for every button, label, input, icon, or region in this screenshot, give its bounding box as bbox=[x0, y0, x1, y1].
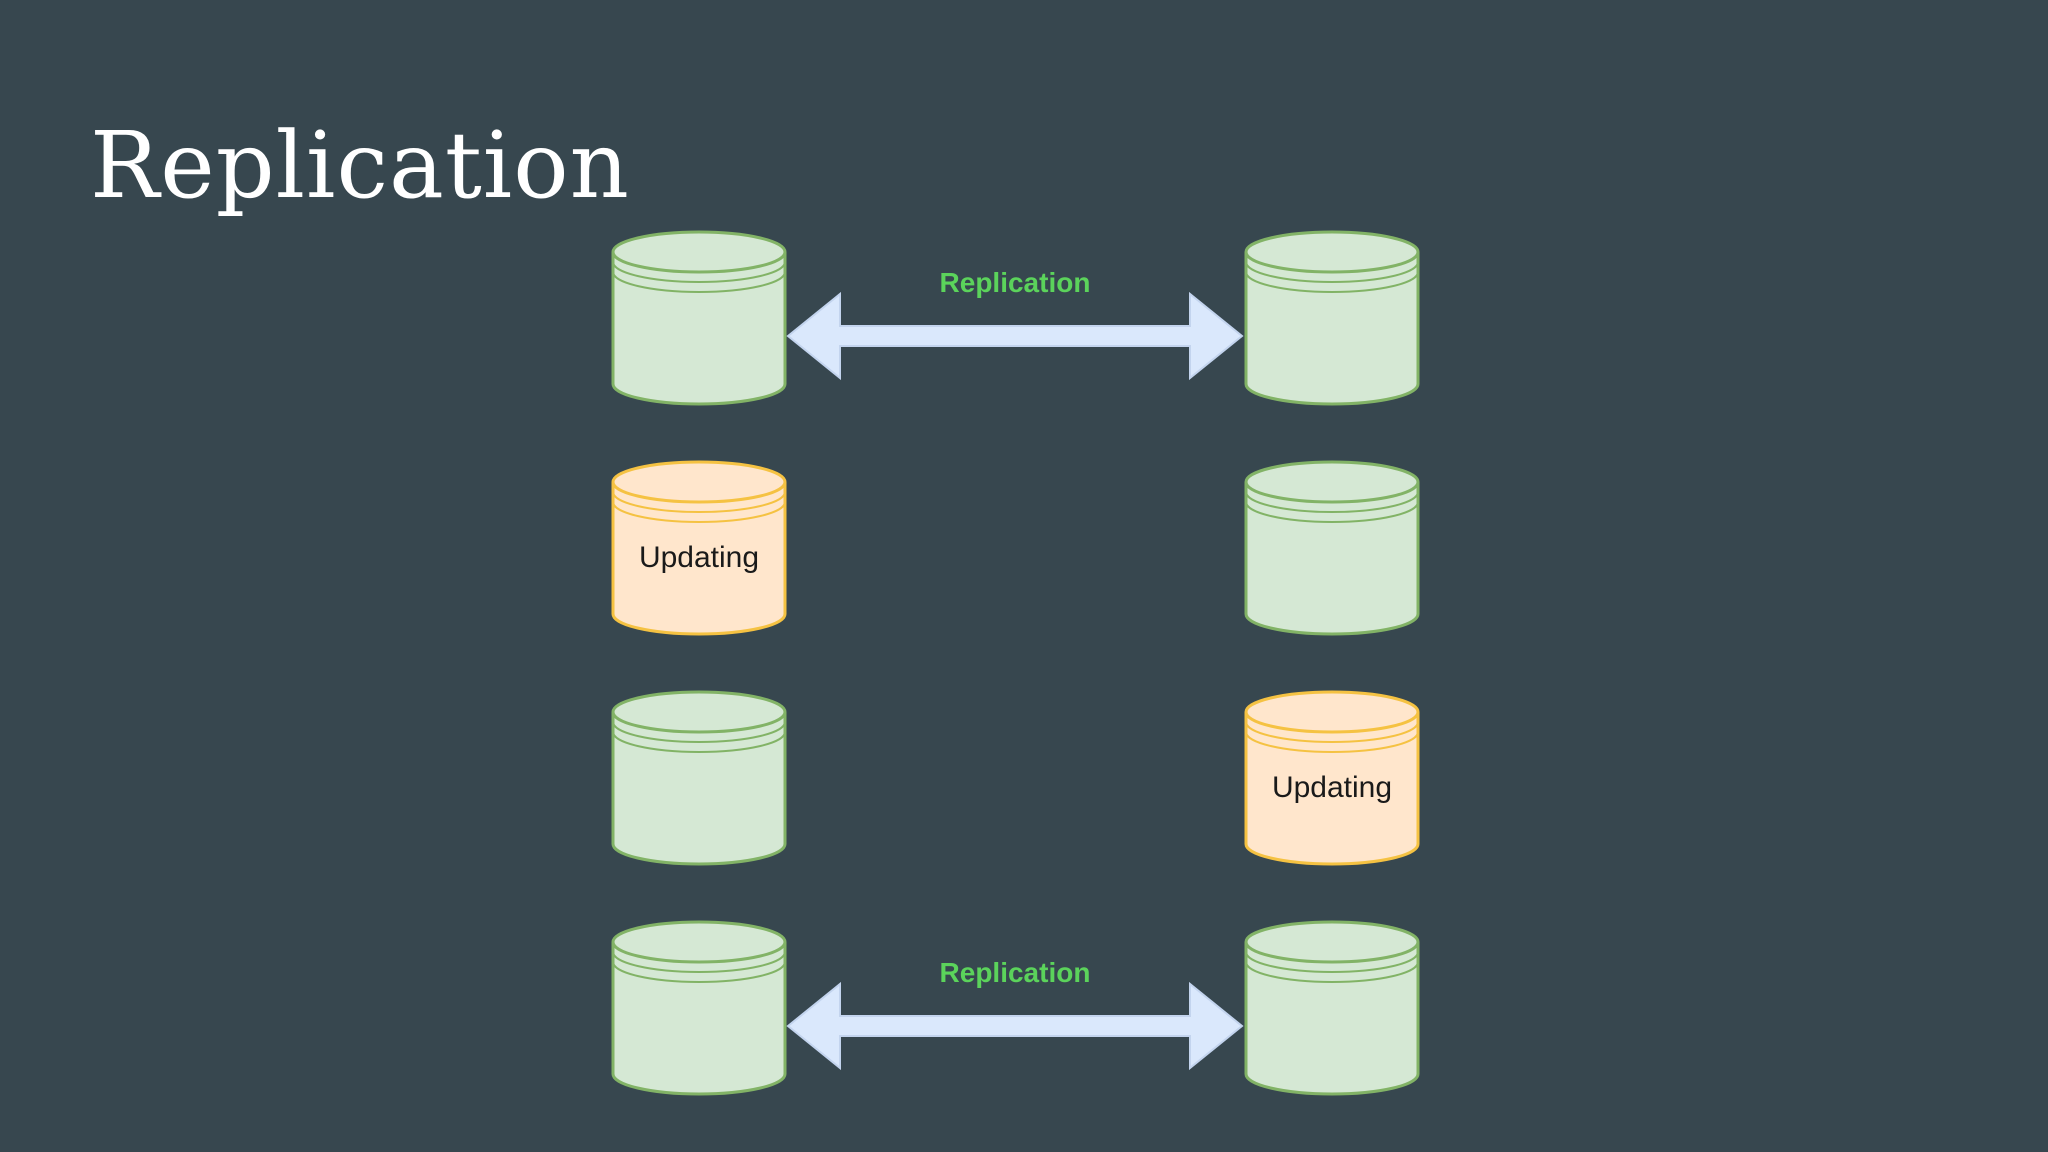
db-cylinder-band bbox=[612, 721, 786, 743]
db-cylinder-top bbox=[1244, 230, 1420, 274]
db-cylinder-top bbox=[611, 920, 787, 964]
db-cylinder-band bbox=[612, 501, 786, 523]
database-right-2 bbox=[1244, 460, 1420, 636]
db-state-label: Updating bbox=[639, 541, 759, 574]
db-cylinder-top bbox=[1244, 920, 1420, 964]
double-arrow-icon bbox=[786, 291, 1244, 381]
db-cylinder-top bbox=[1244, 460, 1420, 504]
db-cylinder-body bbox=[1244, 942, 1420, 1096]
db-cylinder-top bbox=[611, 690, 787, 734]
replication-arrow: Replication bbox=[786, 267, 1244, 381]
db-cylinder-band bbox=[612, 261, 786, 283]
db-cylinder-band bbox=[1245, 261, 1419, 283]
db-cylinder-band bbox=[1245, 491, 1419, 513]
db-cylinder-body bbox=[611, 252, 787, 406]
db-cylinder-top bbox=[611, 230, 787, 274]
db-cylinder-band bbox=[1245, 721, 1419, 743]
db-cylinder-body bbox=[1244, 252, 1420, 406]
slide-title: Replication bbox=[90, 112, 630, 219]
replication-label: Replication bbox=[940, 267, 1091, 298]
database-left-2: Updating bbox=[611, 460, 787, 636]
database-left-3 bbox=[611, 690, 787, 866]
db-cylinder-body bbox=[611, 712, 787, 866]
db-cylinder-band bbox=[612, 951, 786, 973]
database-left-1 bbox=[611, 230, 787, 406]
db-cylinder-top bbox=[611, 460, 787, 504]
db-cylinder-band bbox=[612, 491, 786, 513]
db-cylinder-band bbox=[1245, 731, 1419, 753]
database-right-4 bbox=[1244, 920, 1420, 1096]
db-cylinder-body bbox=[611, 942, 787, 1096]
db-cylinder-band bbox=[1245, 501, 1419, 523]
database-left-4 bbox=[611, 920, 787, 1096]
db-cylinder-body bbox=[1244, 482, 1420, 636]
db-cylinder-top bbox=[1244, 690, 1420, 734]
database-right-1 bbox=[1244, 230, 1420, 406]
db-cylinder-band bbox=[612, 961, 786, 983]
db-cylinder-band bbox=[1245, 951, 1419, 973]
replication-label: Replication bbox=[940, 957, 1091, 988]
db-cylinder-band bbox=[612, 271, 786, 293]
database-right-3: Updating bbox=[1244, 690, 1420, 866]
db-cylinder-band bbox=[612, 731, 786, 753]
db-state-label: Updating bbox=[1272, 771, 1392, 804]
replication-arrow: Replication bbox=[786, 957, 1244, 1071]
db-cylinder-band bbox=[1245, 961, 1419, 983]
double-arrow-icon bbox=[786, 981, 1244, 1071]
db-cylinder-band bbox=[1245, 271, 1419, 293]
